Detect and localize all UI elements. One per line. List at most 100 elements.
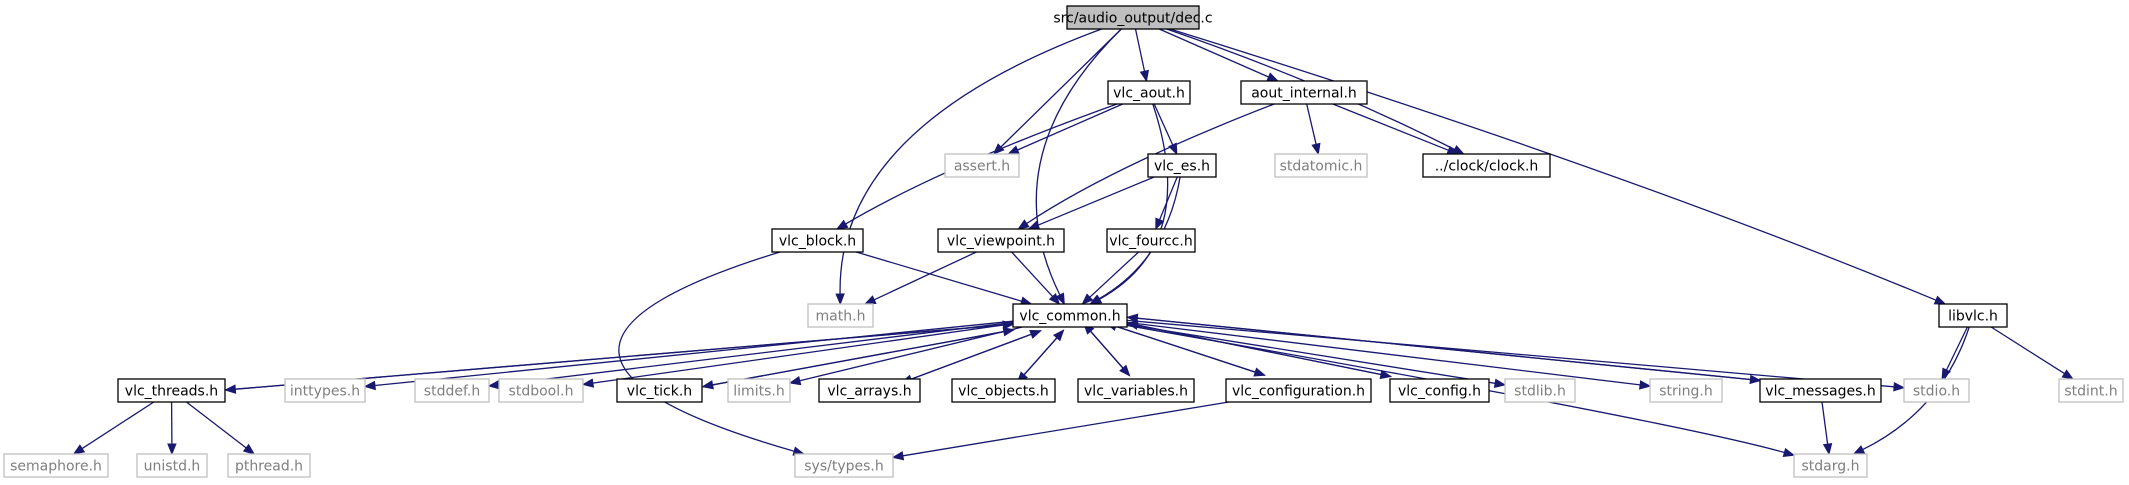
edge-dec_c-to-vlc_common_h [1035,28,1122,306]
edge-vlc_threads_h-to-semaphore_h [72,401,155,455]
node-stdio-h: stdio.h [1903,378,1970,403]
edge-vlc_block_h-to-vlc_common_h [856,251,1033,306]
node-box [944,153,1020,178]
edge-line [1945,326,1968,371]
node-box [818,378,921,403]
node-box [1793,453,1868,478]
node-label: stdarg.h [1802,459,1860,475]
edge-vlc_common_h-to-stdbool_h [581,322,1014,388]
node-vlc-tick-h[interactable]: vlc_tick.h [616,378,703,403]
node-vlc-aout-h[interactable]: vlc_aout.h [1107,80,1191,105]
node-box [1106,228,1196,253]
node-box [1649,378,1723,403]
edge-vlc_config_h-to-vlc_common_h [1126,320,1391,378]
node-label: aout_internal.h [1251,86,1357,102]
node-stdbool-h: stdbool.h [498,378,584,403]
node-label: vlc_messages.h [1765,384,1875,400]
edge-line [1158,176,1178,221]
node-label: vlc_objects.h [958,384,1049,400]
node-box [498,378,584,403]
node-label: stddef.h [424,384,480,400]
node-vlc-variables-h[interactable]: vlc_variables.h [1077,378,1195,403]
node-vlc-config-h[interactable]: vlc_config.h [1389,378,1490,403]
edge-vlc_arrays_h-to-vlc_common_h [901,329,1042,384]
node-box [414,378,490,403]
node-vlc-block-h[interactable]: vlc_block.h [771,228,864,253]
edge-line [902,401,1229,457]
node-label: stdlib.h [1514,384,1566,400]
node-label: ../clock/clock.h [1435,159,1539,175]
node-vlc-es-h[interactable]: vlc_es.h [1147,153,1217,178]
edge-line [873,251,977,301]
node-vlc-arrays-h[interactable]: vlc_arrays.h [818,378,921,403]
edge-arrowhead [1002,327,1016,337]
node-vlc-messages-h[interactable]: vlc_messages.h [1759,378,1882,403]
edge-arrowhead [1126,313,1139,323]
node-clock-h[interactable]: ../clock/clock.h [1422,153,1551,178]
node-box [1274,153,1368,178]
node-label: stdatomic.h [1280,159,1363,175]
edge-vlc_aout_h-to-vlc_common_h [1089,103,1169,305]
node-label: vlc_arrays.h [827,384,911,400]
edge-libvlc_h-to-stdio_h [1941,326,1968,381]
edge-arrowhead [1053,329,1065,342]
edge-libvlc_h-to-stdint_h [1990,326,2075,380]
node-label: vlc_variables.h [1084,384,1188,400]
node-box [1759,378,1882,403]
edge-arrowhead [1126,320,1139,330]
edge-line [1017,103,1123,151]
edge-vlc_configuration_h-to-sys_types_h [891,401,1229,461]
edge-line [1099,103,1169,300]
node-box [727,378,791,403]
node-label: vlc_common.h [1019,309,1120,325]
node-vlc-configuration-h[interactable]: vlc_configuration.h [1225,378,1372,403]
node-label: vlc_config.h [1398,384,1481,400]
edge-arrowhead [835,293,845,306]
node-label: sys/types.h [804,459,883,475]
edge-line [1090,330,1131,377]
node-vlc-viewpoint-h[interactable]: vlc_viewpoint.h [937,228,1065,253]
node-label: vlc_block.h [779,234,856,250]
edge-arrowhead [1782,447,1796,457]
node-vlc-common-h[interactable]: vlc_common.h [1012,303,1128,328]
edge-line [1011,251,1054,298]
node-dec-c[interactable]: src/audio_output/dec.c [1053,5,1213,30]
edge-arrowhead [1029,329,1042,339]
edge-line [856,251,1022,302]
node-vlc-threads-h[interactable]: vlc_threads.h [117,378,226,403]
edge-line [1026,103,1275,225]
node-libvlc-h[interactable]: libvlc.h [1938,303,2008,328]
node-label: inttypes.h [290,384,360,400]
edge-arrowhead [1933,295,1947,305]
node-pthread-h: pthread.h [227,453,311,478]
edge-vlc_common_h-to-stdio_h [1126,319,1906,392]
node-aout-internal-h[interactable]: aout_internal.h [1240,80,1368,105]
edge-arrowhead [1155,217,1165,231]
node-label: vlc_aout.h [1113,86,1185,102]
edge-line [498,321,1014,386]
edge-vlc_threads_h-to-pthread_h [186,401,256,455]
edge-arrowhead [1893,382,1906,392]
edge-line [1153,103,1174,146]
node-box [284,378,366,403]
edge-arrowhead [2061,369,2075,380]
node-box [1147,153,1217,178]
edge-arrowhead [1266,72,1280,82]
node-box [1225,378,1372,403]
node-vlc-fourcc-h[interactable]: vlc_fourcc.h [1106,228,1196,253]
node-box [1240,80,1368,105]
edge-arrowhead [487,380,500,390]
node-box [794,453,894,478]
edge-line [1990,326,2065,375]
node-label: vlc_threads.h [125,384,218,400]
edge-line [618,251,795,452]
node-label: vlc_fourcc.h [1109,234,1192,250]
edge-line [81,401,155,450]
edge-line [1306,103,1317,145]
node-assert-h: assert.h [944,153,1020,178]
node-label: math.h [816,309,866,325]
node-vlc-objects-h[interactable]: vlc_objects.h [951,378,1056,403]
edge-line [1115,325,1265,376]
edge-line [1035,28,1122,296]
